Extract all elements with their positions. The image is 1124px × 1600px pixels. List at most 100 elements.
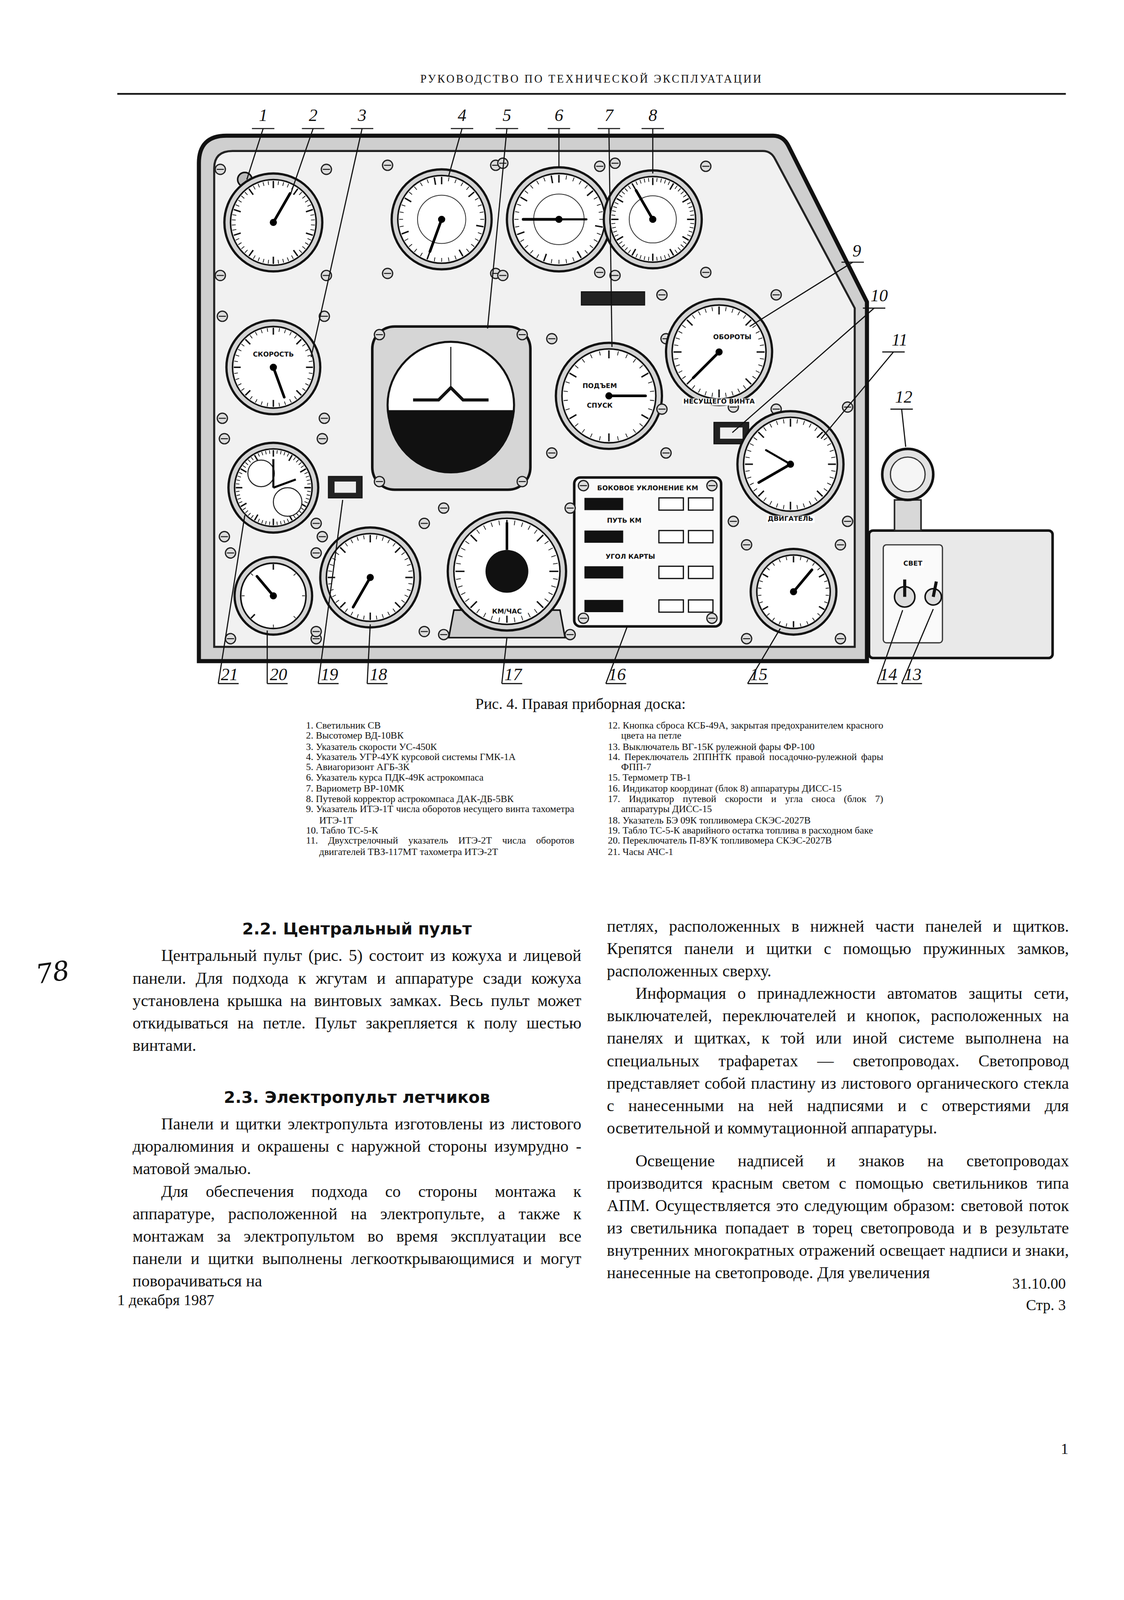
dial-tick	[233, 232, 241, 236]
text-column: 2.2. Центральный пультЦентральный пульт …	[132, 914, 582, 1293]
legend-item: 13. Выключатель ВГ-15К рулежной фары ФР-…	[607, 741, 884, 752]
dial-tick	[369, 534, 372, 543]
dial-needle	[273, 367, 285, 398]
screw-slot	[439, 633, 448, 635]
dial-tick	[711, 392, 713, 397]
dial-tick	[803, 503, 805, 508]
screw-slot	[518, 334, 526, 335]
dial-tick	[758, 431, 764, 438]
dial-tick	[296, 459, 299, 463]
dial-tick	[763, 497, 767, 501]
dial-tick	[268, 181, 269, 185]
dial-tick	[524, 245, 529, 248]
dial-tick	[293, 616, 296, 619]
dial-tick	[683, 194, 687, 198]
dial-tick	[291, 255, 294, 259]
leader-line	[652, 128, 654, 174]
leader-group	[218, 128, 934, 684]
dial-tick	[253, 255, 256, 259]
dial-tick	[824, 580, 828, 582]
dial-tick	[680, 244, 684, 248]
dial-tick	[293, 457, 296, 461]
dial-tick	[305, 349, 309, 351]
screw-slot	[322, 168, 330, 170]
screw-slot	[702, 165, 710, 167]
dial-tick	[758, 587, 762, 589]
dial-tick	[725, 392, 727, 397]
dial-tick	[257, 183, 260, 188]
dial-tick	[241, 388, 245, 391]
handwritten-note: 78	[33, 954, 72, 990]
dial-tick	[304, 501, 308, 503]
callout-bar	[890, 408, 913, 410]
screw	[319, 413, 330, 424]
dial-tick	[619, 241, 623, 244]
dial-tick	[678, 188, 681, 192]
dial-tick	[253, 185, 256, 189]
screw	[656, 403, 667, 414]
dial-tick	[747, 449, 752, 452]
dial-tick	[596, 233, 602, 235]
dial-tick	[276, 449, 278, 454]
dial-tick	[515, 226, 520, 228]
dial-tick	[827, 482, 832, 485]
dial-tick	[572, 257, 575, 262]
dial-tick	[328, 570, 333, 571]
screw	[546, 333, 557, 344]
dial-tick	[688, 230, 693, 233]
callout-number: 4	[457, 106, 467, 125]
callout-number: 8	[648, 106, 658, 125]
dial-inscription: ДВИГАТЕЛЬ	[766, 515, 815, 523]
dial-tick	[569, 372, 577, 377]
placard	[581, 291, 645, 305]
dial-tick	[307, 490, 311, 492]
indicator-button	[658, 530, 684, 543]
callout-number: 6	[554, 106, 564, 125]
dial-bezel	[224, 173, 323, 272]
dial-tick	[300, 465, 304, 468]
dial-tick	[517, 203, 522, 206]
dial-tick	[660, 256, 662, 260]
dial-tick	[238, 383, 242, 386]
dial-bezel	[603, 170, 702, 269]
dial-tick	[675, 337, 680, 340]
screw-slot	[312, 552, 320, 554]
clock-subdial	[247, 460, 275, 487]
dial-tick	[731, 308, 734, 313]
warning-panel-lens	[334, 481, 356, 493]
leader-line	[877, 610, 903, 684]
dial-tick	[622, 191, 625, 195]
dial-tick	[305, 475, 309, 477]
callout-bar	[641, 127, 664, 129]
dial-face	[561, 348, 656, 443]
callout-bar	[501, 682, 523, 684]
dial-face	[454, 517, 560, 624]
dial-tick	[278, 328, 280, 332]
dial-tick	[756, 351, 765, 353]
dial-tick	[476, 608, 480, 613]
dial-tick	[625, 354, 628, 358]
button-bracket	[894, 499, 921, 531]
dial-tick	[235, 204, 240, 207]
callout-bar	[367, 682, 388, 684]
dial-tick	[427, 252, 430, 260]
dial-tick	[293, 573, 296, 576]
dial-tick	[608, 433, 610, 441]
dial-hub	[269, 363, 278, 372]
dial-tick	[269, 521, 271, 526]
dial-tick	[392, 608, 396, 612]
dial-tick	[593, 197, 598, 200]
dial-tick	[652, 177, 654, 185]
leader-line	[290, 128, 314, 194]
dial-tick	[284, 401, 286, 405]
screw	[700, 161, 711, 172]
dial-tick	[254, 514, 258, 521]
dial-tick	[641, 414, 649, 419]
dial-tick	[460, 182, 463, 186]
screw	[741, 633, 752, 644]
dial-tick	[759, 601, 764, 603]
dial-tick	[477, 204, 482, 207]
dial-tick	[287, 518, 289, 523]
callout-number: 9	[852, 242, 862, 260]
dial-tick	[345, 543, 348, 547]
